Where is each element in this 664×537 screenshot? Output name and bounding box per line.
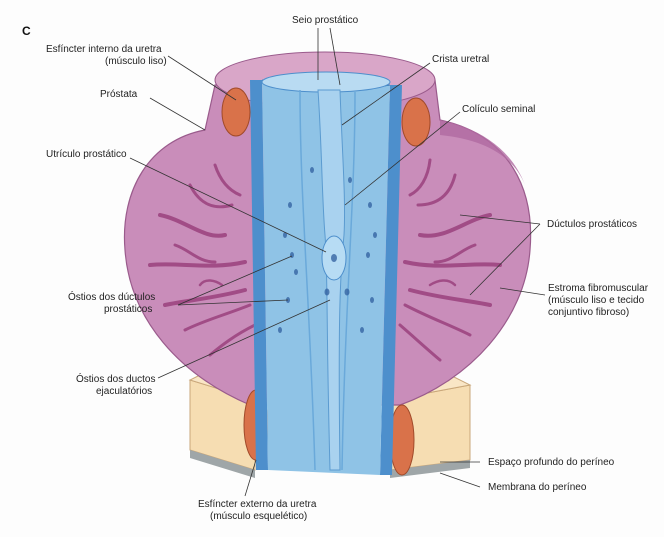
label-prostata: Próstata [100, 89, 138, 100]
label-ostios-ductos-2: ejaculatórios [96, 386, 152, 397]
label-esfincter-externo-1: Esfíncter externo da uretra [198, 499, 317, 510]
utricle-orifice [331, 254, 337, 262]
label-estroma-2: (músculo liso e tecido [548, 295, 645, 306]
label-espaco-profundo: Espaço profundo do períneo [488, 457, 615, 468]
label-seio-prostatico: Seio prostático [292, 15, 359, 26]
label-ostios-ductulos-2: prostáticos [104, 304, 152, 315]
label-estroma-3: conjuntivo fibroso) [548, 307, 629, 318]
label-estroma-1: Estroma fibromuscular [548, 283, 649, 294]
label-ostios-ductos-1: Óstios dos ductos [76, 372, 155, 385]
panel-letter: C [22, 24, 31, 38]
label-ostios-ductulos-1: Óstios dos dúctulos [68, 290, 155, 303]
label-esfincter-interno-2: (músculo liso) [105, 56, 167, 67]
label-esfincter-interno-1: Esfíncter interno da uretra [46, 44, 162, 55]
label-membrana-perineo: Membrana do períneo [488, 482, 587, 493]
label-esfincter-externo-2: (músculo esquelético) [210, 511, 307, 522]
label-coliculo-seminal: Colículo seminal [462, 104, 535, 115]
label-crista-uretral: Crista uretral [432, 54, 489, 65]
label-ductulos-prostaticos: Dúctulos prostáticos [547, 219, 637, 230]
label-utriculo-prostatico: Utrículo prostático [46, 149, 127, 160]
